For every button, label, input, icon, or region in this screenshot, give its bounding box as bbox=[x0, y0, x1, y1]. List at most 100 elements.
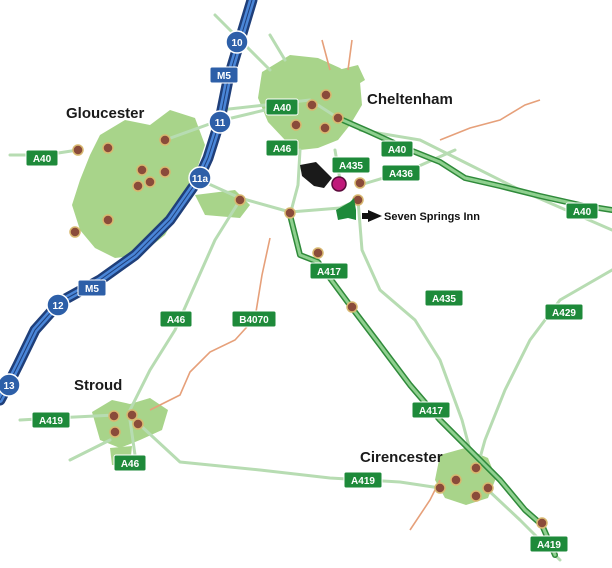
green-direction-arrow-icon bbox=[336, 198, 356, 220]
svg-text:A40: A40 bbox=[573, 207, 592, 218]
minor-road-a46-stroud bbox=[128, 418, 137, 457]
cirencester-urban-area bbox=[435, 448, 496, 505]
roundabout bbox=[159, 166, 171, 178]
roundabout bbox=[109, 426, 121, 438]
town-label-cirencester: Cirencester bbox=[360, 449, 443, 466]
a46-shield-cheltenham: A46 bbox=[265, 139, 299, 157]
a417-shield-south: A417 bbox=[411, 401, 451, 419]
svg-text:A40: A40 bbox=[33, 154, 52, 165]
a419-shield-stroud: A419 bbox=[31, 411, 71, 429]
minor-road-cheltenham-north bbox=[268, 33, 287, 62]
roundabout bbox=[482, 482, 494, 494]
svg-text:A419: A419 bbox=[537, 540, 561, 551]
roundabout bbox=[434, 482, 446, 494]
svg-text:M5: M5 bbox=[85, 284, 99, 295]
b-road-cheltenham-north bbox=[321, 39, 331, 71]
svg-text:M5: M5 bbox=[217, 71, 231, 82]
town-label-stroud: Stroud bbox=[74, 377, 122, 394]
roundabout bbox=[312, 247, 324, 259]
minor-road-a419-east bbox=[138, 423, 442, 490]
a419-shield-mid: A419 bbox=[343, 471, 383, 489]
motorway-m5 bbox=[0, 0, 258, 406]
m5-motorway-centerline bbox=[0, 0, 253, 401]
svg-text:A46: A46 bbox=[121, 459, 140, 470]
roundabout bbox=[69, 226, 81, 238]
roundabout bbox=[132, 418, 144, 430]
motorway-shields: M5 M5 bbox=[77, 66, 239, 297]
roundabout bbox=[320, 89, 332, 101]
roundabout bbox=[450, 474, 462, 486]
roundabout bbox=[102, 214, 114, 226]
roundabout bbox=[136, 164, 148, 176]
junction-12-label: 12 bbox=[52, 301, 64, 312]
roundabout bbox=[332, 112, 344, 124]
a40-shield-cheltenham: A40 bbox=[265, 98, 299, 116]
a436-shield: A436 bbox=[381, 164, 421, 182]
a419-shield-south: A419 bbox=[529, 535, 569, 553]
town-labels: Gloucester Cheltenham Stroud Cirencester bbox=[66, 91, 453, 466]
roundabout bbox=[306, 99, 318, 111]
roundabout bbox=[72, 144, 84, 156]
primary-roads bbox=[218, 98, 612, 558]
roundabout bbox=[470, 462, 482, 474]
cheltenham-east-urban-area bbox=[338, 65, 365, 88]
junction-11a: 11a bbox=[188, 166, 212, 190]
m5-shield-north: M5 bbox=[209, 66, 239, 84]
junction-13-label: 13 bbox=[3, 381, 15, 392]
roundabouts bbox=[69, 89, 548, 529]
svg-text:B4070: B4070 bbox=[239, 315, 269, 326]
svg-text:A435: A435 bbox=[432, 294, 456, 305]
road-shields: A40 A40 A40 A40 A46 A435 A436 A417 bbox=[25, 98, 599, 553]
a46-shield-mid: A46 bbox=[159, 310, 193, 328]
m5-shield-south: M5 bbox=[77, 279, 107, 297]
minor-road-a46-cheltenham bbox=[288, 148, 302, 217]
roundabout bbox=[132, 180, 144, 192]
a417-primary-road bbox=[288, 213, 557, 557]
a40-shield-east: A40 bbox=[380, 140, 414, 158]
minor-road-a46-mid bbox=[128, 198, 242, 412]
svg-text:A417: A417 bbox=[317, 267, 341, 278]
town-label-gloucester: Gloucester bbox=[66, 105, 145, 122]
a429-shield: A429 bbox=[544, 303, 584, 321]
b-road-northeast bbox=[439, 99, 541, 141]
junction-13: 13 bbox=[0, 373, 21, 397]
roundabout bbox=[102, 142, 114, 154]
roundabout bbox=[284, 207, 296, 219]
roundabout bbox=[144, 176, 156, 188]
svg-text:A46: A46 bbox=[167, 315, 186, 326]
minor-road-stroud-south bbox=[68, 438, 112, 462]
a435-shield-south: A435 bbox=[424, 289, 464, 307]
b-road-cheltenham-north2 bbox=[347, 39, 353, 71]
svg-text:A419: A419 bbox=[351, 476, 375, 487]
svg-text:A436: A436 bbox=[389, 169, 413, 180]
a40-shield-gloucester: A40 bbox=[25, 149, 59, 167]
roundabout bbox=[536, 517, 548, 529]
minor-road-a40-east bbox=[358, 128, 612, 232]
roundabout bbox=[319, 122, 331, 134]
svg-text:A419: A419 bbox=[39, 416, 63, 427]
urban-areas bbox=[72, 55, 496, 505]
b4070-shield: B4070 bbox=[231, 310, 277, 328]
a435-shield-north: A435 bbox=[331, 156, 371, 174]
junction-10: 10 bbox=[225, 30, 249, 54]
poi-label: Seven Springs Inn bbox=[384, 211, 480, 223]
poi-seven-springs-inn: Seven Springs Inn bbox=[300, 162, 480, 223]
a417-shield-north: A417 bbox=[309, 262, 349, 280]
roundabout bbox=[346, 301, 358, 313]
svg-text:A40: A40 bbox=[388, 145, 407, 156]
junction-11a-label: 11a bbox=[192, 174, 209, 185]
black-direction-arrow-icon bbox=[362, 210, 382, 222]
roundabout bbox=[159, 134, 171, 146]
svg-text:A40: A40 bbox=[273, 103, 292, 114]
b4070-road bbox=[149, 237, 271, 411]
svg-text:A435: A435 bbox=[339, 161, 363, 172]
roundabout bbox=[354, 177, 366, 189]
poi-location-marker bbox=[331, 176, 347, 192]
minor-road-a435-south bbox=[356, 198, 472, 452]
roundabout bbox=[234, 194, 246, 206]
roundabout bbox=[126, 409, 138, 421]
junction-12: 12 bbox=[46, 293, 70, 317]
junction-11-label: 11 bbox=[215, 118, 226, 129]
roundabout bbox=[470, 490, 482, 502]
